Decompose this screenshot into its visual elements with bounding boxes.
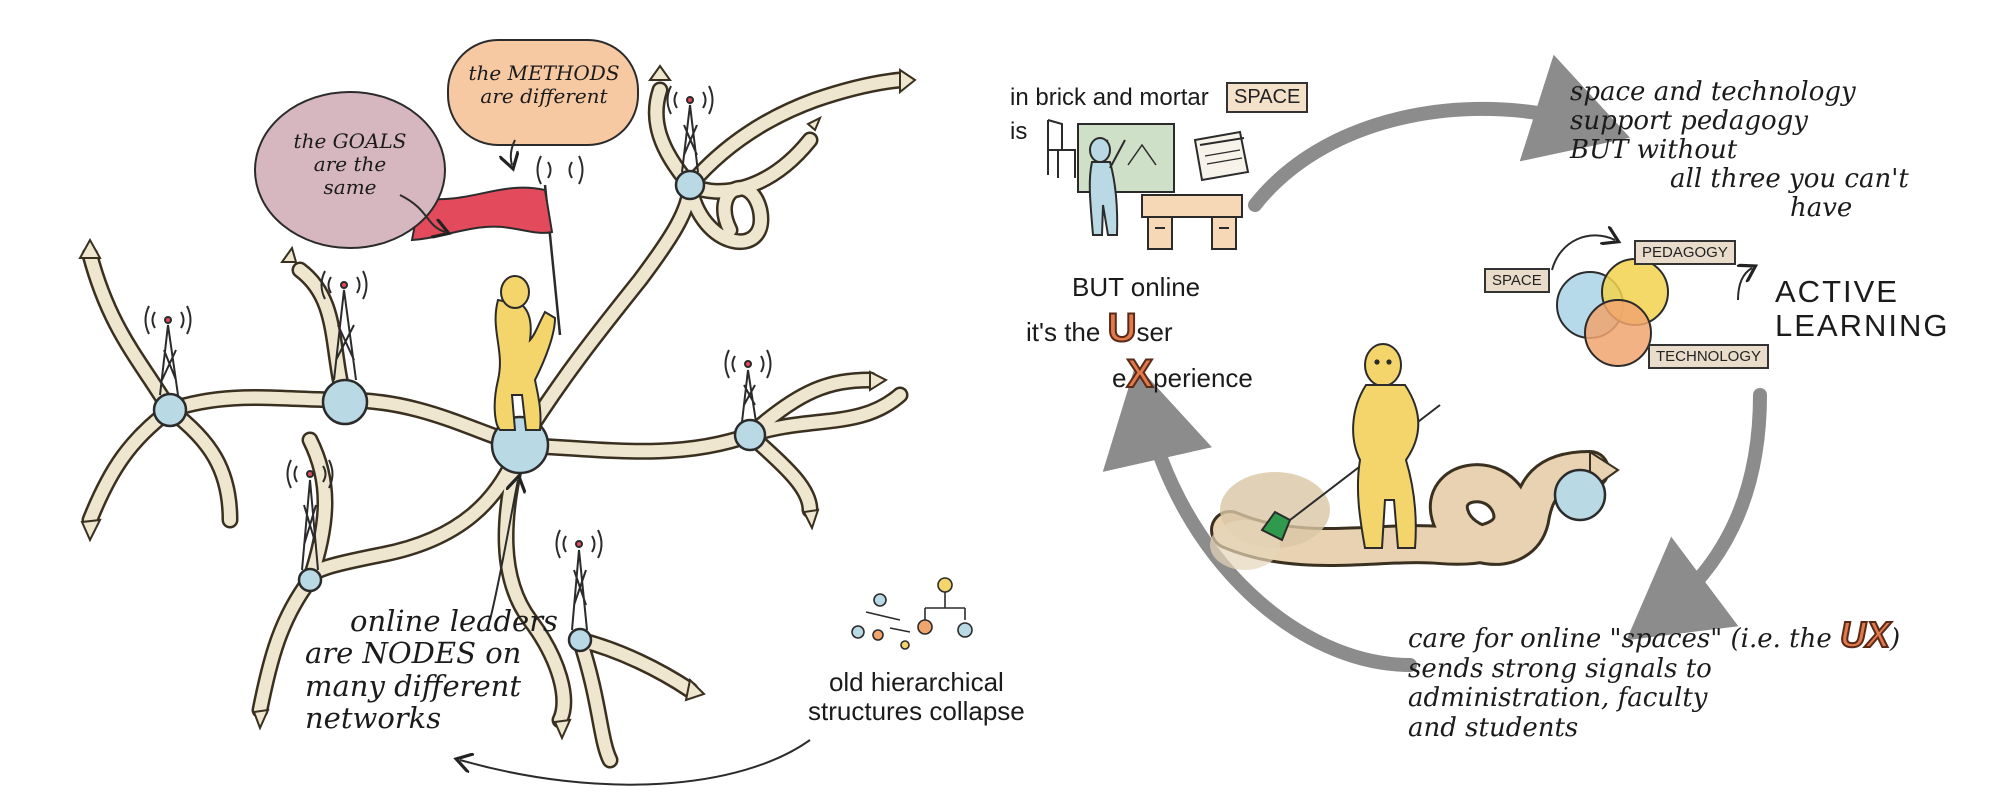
antenna-icon [286, 459, 334, 571]
desk-icon [1141, 194, 1243, 250]
online-text-1: BUT online [1072, 272, 1201, 302]
bubble-methods [447, 39, 639, 165]
care-ux: UX [1839, 613, 1891, 655]
node-bottom-left [297, 567, 323, 593]
brick-space-box: SPACE [1226, 82, 1309, 113]
sweeper-figure [1260, 343, 1441, 549]
bubble-goals-line: are the [313, 152, 387, 176]
ux-letter-e: e [1112, 363, 1127, 393]
hierarchy-line: old hierarchical [828, 667, 1004, 697]
node-mid-left [321, 378, 369, 426]
support-line: all three you can't [1670, 164, 1909, 195]
care-line: sends strong signals to [1408, 654, 1712, 685]
node-bottom-center [567, 627, 593, 653]
antenna-icon [144, 305, 192, 396]
experience-line: eXperience [1112, 351, 1253, 397]
care-text-1: care for online "spaces" (i.e. the [1408, 624, 1832, 654]
road-arrowheads [78, 64, 917, 741]
antenna-icon [536, 155, 584, 185]
antenna-towers [144, 85, 772, 631]
brick-text: in brick and mortar [1010, 84, 1209, 112]
destination-node [1553, 468, 1607, 522]
venn-label-technology: TECHNOLOGY [1648, 344, 1770, 369]
bubble-goals [254, 91, 445, 249]
ux-letter-x: X [1125, 351, 1154, 397]
online-text: BUT online [1072, 272, 1200, 303]
support-line: space and technology [1570, 77, 1856, 107]
broom-icon [1260, 510, 1292, 542]
support-text: space and technology support pedagogy BU… [1570, 77, 1909, 224]
node-left [152, 392, 188, 428]
bubble-methods-text: the METHODS are different [455, 62, 633, 108]
brick-text-1: in brick and mortar [1010, 84, 1209, 111]
antenna-icon [320, 270, 368, 381]
hierarchy-text: old hierarchical structures collapse [808, 668, 1025, 725]
ux-perience: perience [1153, 363, 1253, 393]
leader-figure [410, 184, 562, 431]
antenna-icon [555, 529, 603, 631]
online-text-2: it's the [1026, 317, 1101, 347]
ux-ser: ser [1136, 317, 1173, 347]
support-line: BUT without [1570, 135, 1738, 166]
node-right [733, 418, 767, 452]
leaders-line: networks [305, 701, 442, 736]
antenna-icon [724, 349, 772, 423]
papers-icon [1193, 130, 1250, 182]
antenna-icon [666, 85, 714, 173]
active-learning: ACTIVE LEARNING [1775, 274, 1950, 344]
support-line: have [1790, 193, 1853, 224]
hierarchy-arrow [460, 739, 811, 786]
bubble-goals-line: same [323, 175, 377, 199]
bubble-goals-line: the GOALS [293, 129, 407, 153]
leaders-text: online leaders are NODES on many differe… [305, 605, 558, 735]
care-text-2: ) [1890, 624, 1901, 654]
care-text: care for online "spaces" (i.e. the UX) s… [1408, 613, 1901, 743]
leaders-arrow [489, 480, 518, 621]
node-top-right [674, 169, 706, 201]
leaders-line: many different [305, 668, 521, 703]
venn-label-pedagogy: PEDAGOGY [1634, 240, 1736, 265]
chair-icon [1047, 119, 1076, 178]
network-nodes [152, 169, 767, 653]
cycle-arrows [1102, 54, 1767, 672]
hierarchy-doodle [851, 577, 973, 650]
care-line-first: care for online "spaces" (i.e. the UX) [1408, 613, 1901, 655]
active-learning-line: LEARNING [1775, 308, 1950, 344]
student-figure [1088, 137, 1126, 236]
support-line: support pedagogy [1570, 106, 1808, 137]
users-line: it's the User [1026, 305, 1173, 351]
care-line: administration, faculty [1408, 683, 1708, 714]
hierarchy-line: structures collapse [808, 695, 1025, 726]
dust-cloud [1210, 472, 1330, 570]
brick-text-is: is [1010, 118, 1028, 145]
leaders-line: are NODES on [305, 636, 522, 671]
venn-diagram [1551, 235, 1752, 367]
ux-letter-u: U [1107, 305, 1138, 351]
venn-circle-technology [1584, 299, 1652, 367]
venn-label-space: SPACE [1484, 268, 1550, 293]
care-line: and students [1408, 712, 1579, 743]
bubble-goals-text: the GOALS are the same [275, 130, 425, 199]
bubble-methods-line: are different [480, 84, 608, 108]
leaders-line: online leaders [350, 604, 558, 638]
bubble-methods-line: the METHODS [468, 61, 620, 85]
classroom-doodle [1047, 119, 1250, 250]
active-learning-line: ACTIVE [1775, 274, 1899, 309]
